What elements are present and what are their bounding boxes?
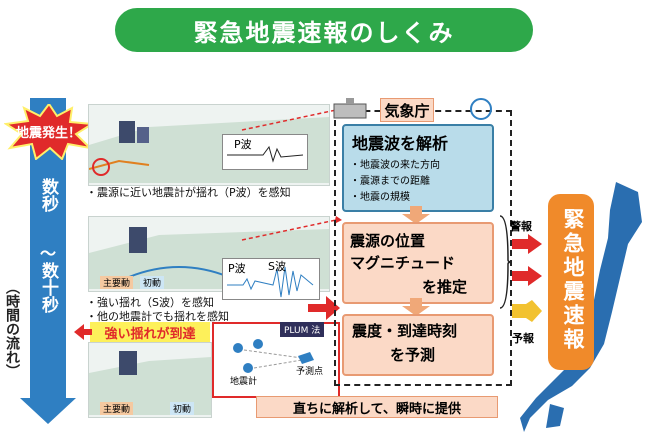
p-wave-chart: [222, 134, 308, 170]
analyze-item-1: ・地震波の来た方向: [350, 160, 440, 171]
analyze-item-3: ・地震の規模: [350, 192, 410, 203]
burst-icon: [4, 104, 94, 160]
warning-arrow-icon-2: [512, 266, 542, 286]
initial-motion-chip-3: 初動: [170, 402, 195, 415]
jma-building-icon: [330, 98, 370, 120]
eew-pill: [548, 194, 594, 370]
predict-box: [342, 314, 494, 376]
jma-logo-icon: [470, 98, 492, 120]
eew-label: 緊急地震速報: [561, 208, 585, 352]
down-arrow-icon: [402, 206, 430, 224]
forecast-point-label: 予測点: [296, 367, 324, 377]
main-motion-chip: 主要動: [100, 276, 134, 289]
p-wave-label-2: P波: [228, 262, 246, 275]
jma-label: 気象庁: [380, 98, 434, 122]
bottom-banner: 直ちに解析して、瞬時に提供: [256, 396, 498, 418]
analyze-item-2: ・震源までの距離: [350, 176, 430, 187]
forecast-arrow-icon: [512, 300, 542, 322]
plum-diagram: [233, 339, 314, 373]
warning-arrow-icon: [512, 234, 542, 254]
burst-label: 地震発生！: [16, 126, 82, 141]
timeline-tens: 数十秒: [38, 262, 58, 313]
data-flow-arrows: [241, 106, 342, 320]
scene2-caption-1: ・強い揺れ（S波）を感知: [86, 296, 214, 309]
initial-motion-chip: 初動: [140, 276, 165, 289]
p-wave-label: P波: [234, 138, 252, 151]
down-arrow-icon-2: [402, 298, 430, 316]
estimate-line-3: を推定: [422, 278, 468, 296]
japan-map: [520, 182, 642, 432]
predict-line-2: を予測: [390, 346, 436, 364]
timeline-seconds: 数秒: [38, 178, 58, 212]
left-arrow-icon: [74, 324, 92, 340]
main-motion-chip-3: 主要動: [100, 402, 134, 415]
page-title: 緊急地震速報のしくみ: [115, 8, 533, 52]
plum-label: PLUM 法: [280, 322, 325, 337]
ps-wave-chart: [222, 258, 320, 300]
scene1-caption: ・震源に近い地震計が揺れ（P波）を感知: [86, 186, 291, 199]
strong-shaking-banner: 強い揺れが到達: [90, 322, 210, 342]
timeline-tilde: 〜: [40, 244, 57, 263]
estimate-line-1: 震源の位置: [350, 232, 426, 250]
s-wave-label: S波: [268, 260, 286, 273]
analyze-box: [342, 124, 494, 212]
analyze-title: 地震波を解析: [352, 134, 449, 153]
warning-label: 警報: [510, 220, 532, 233]
predict-line-1: 震度・到達時刻: [352, 322, 458, 340]
terrain-illustration-3: [89, 351, 211, 415]
estimate-box: [342, 222, 494, 304]
forecast-label: 予報: [512, 332, 534, 345]
scene2-caption-2: ・他の地震計でも揺れを感知: [86, 310, 229, 323]
estimate-line-2: マグニチュード: [350, 254, 456, 272]
timeline-arrow: [20, 98, 76, 424]
seismometer-label: 地震計: [230, 377, 258, 387]
bracket: [499, 215, 512, 309]
timeline-flow: （時間の流れ）: [4, 280, 20, 378]
